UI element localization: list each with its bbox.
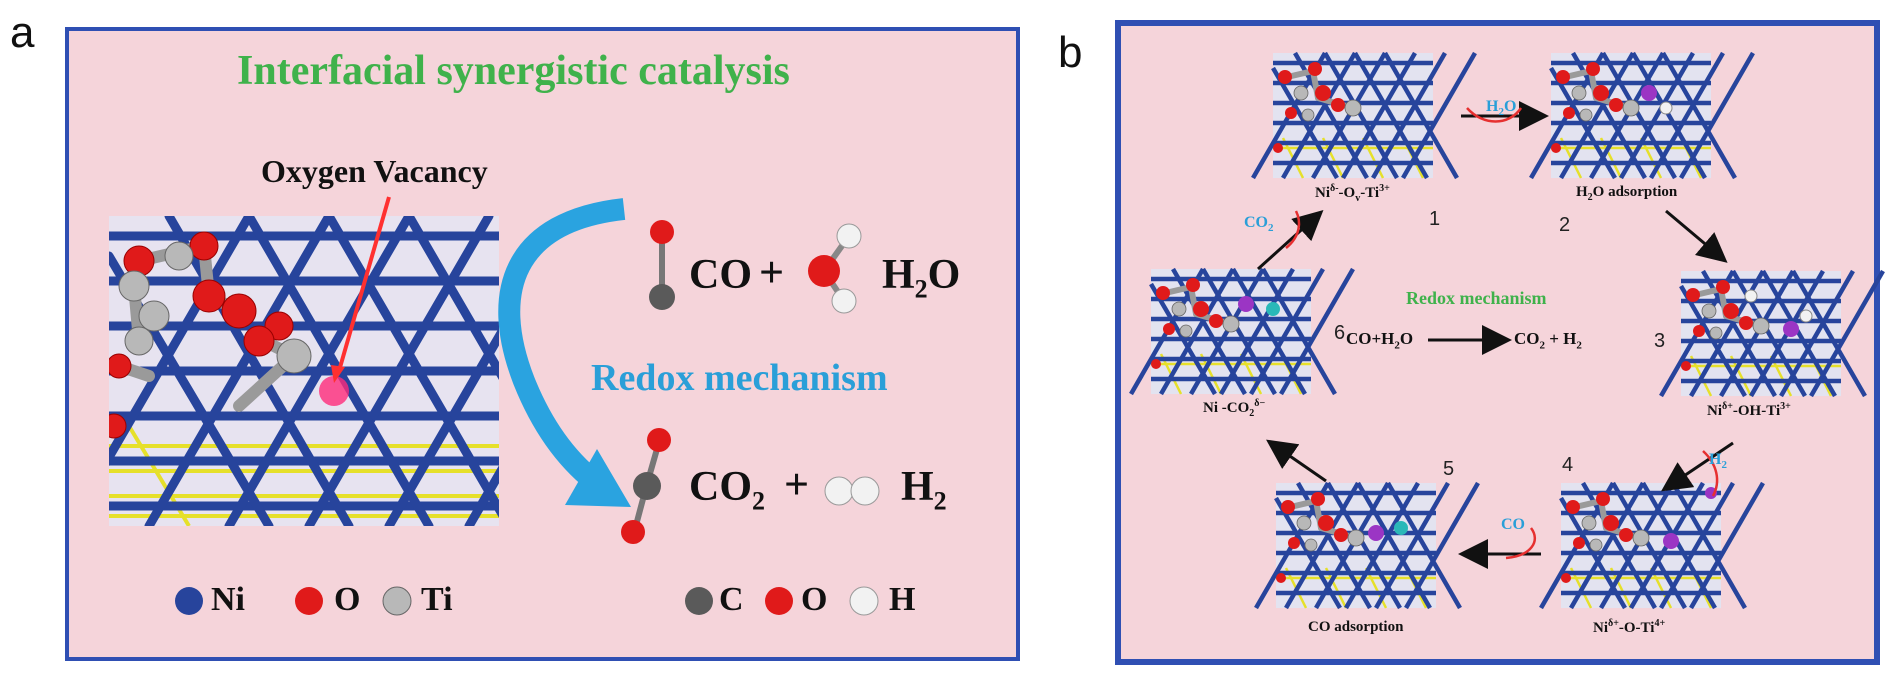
- h2-text: H2: [901, 464, 947, 516]
- arrow-label-h2o: H2O: [1486, 98, 1517, 119]
- legend-c: C: [719, 581, 744, 618]
- oxygen-vacancy-label: Oxygen Vacancy: [261, 153, 488, 189]
- slab-step-1: [1253, 53, 1475, 178]
- slab-step-5: [1256, 483, 1478, 608]
- step-number-4: 4: [1562, 454, 1574, 476]
- co-text: CO: [689, 252, 752, 298]
- step-number-2: 2: [1559, 214, 1571, 236]
- arrow-2-3: [1665, 209, 1728, 263]
- caption-step-5: CO adsorption: [1308, 619, 1404, 635]
- panel-a: Interfacial synergistic catalysis: [65, 27, 1020, 661]
- panel-a-mechanism: Redox mechanism: [591, 357, 888, 399]
- step-number-3: 3: [1654, 330, 1666, 352]
- step-number-5: 5: [1443, 458, 1455, 480]
- caption-step-2: H2O adsorption: [1576, 184, 1678, 203]
- co-molecule: [647, 217, 677, 317]
- panel-b-mechanism: Redox mechanism: [1406, 288, 1547, 308]
- step-number-1: 1: [1429, 208, 1441, 230]
- reactant-plus: +: [759, 248, 785, 297]
- slab-step-6: [1131, 269, 1353, 394]
- crystal-structure-a: [109, 216, 499, 526]
- slab-step-2: [1531, 53, 1753, 178]
- legend-o-left: O: [334, 581, 361, 618]
- legend-o-right: O: [801, 581, 828, 618]
- slab-step-4: [1541, 483, 1763, 608]
- h2-molecule: [821, 471, 891, 511]
- panel-a-label: a: [10, 8, 35, 57]
- arrow-label-co: CO: [1501, 516, 1525, 533]
- panel-a-title: Interfacial synergistic catalysis: [237, 48, 790, 94]
- legend-h: H: [889, 581, 916, 618]
- slab-step-3: [1661, 271, 1883, 396]
- product-plus: +: [784, 460, 810, 509]
- reaction-arrow: [498, 198, 626, 490]
- equation-right: CO2 + H2: [1514, 329, 1582, 352]
- h2o-text: H2O: [882, 252, 961, 304]
- legend-ti: Ti: [421, 581, 453, 618]
- panel-b-label: b: [1058, 28, 1083, 77]
- legend-ni: Ni: [211, 581, 245, 618]
- equation-left: CO+H2O: [1346, 329, 1414, 352]
- legend-right: C O H: [679, 576, 979, 626]
- caption-step-4: Niδ+-O-Ti4+: [1593, 618, 1666, 636]
- panel-b: 1 2 3 4 5 6 Niδ--Ov-Ti3+ H2O adsorption …: [1115, 20, 1880, 665]
- arrow-5-6: [1266, 439, 1327, 483]
- caption-step-6: Ni -CO2δ−: [1203, 398, 1266, 419]
- caption-step-1: Niδ--Ov-Ti3+: [1315, 183, 1390, 204]
- h2o-molecule: [799, 221, 869, 321]
- caption-step-3: Niδ+-OH-Ti3+: [1707, 401, 1791, 419]
- co2-text: CO2: [689, 464, 765, 516]
- step-number-6: 6: [1334, 322, 1346, 344]
- legend-left: Ni O Ti: [169, 576, 529, 626]
- co2-molecule: [617, 424, 677, 554]
- arrow-label-h2: H2: [1709, 451, 1727, 472]
- arrow-label-co2: CO2: [1244, 214, 1274, 235]
